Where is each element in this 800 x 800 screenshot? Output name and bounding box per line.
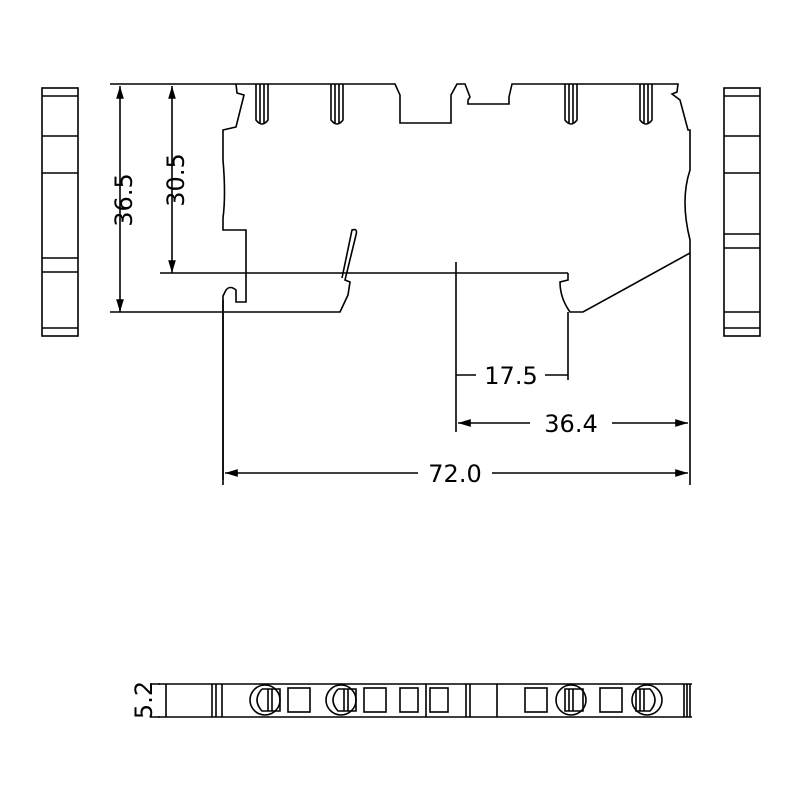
dim-offset-center: 36.4 (544, 410, 597, 438)
dim-width-total: 72.0 (428, 460, 481, 488)
dim-height-total: 36.5 (110, 173, 138, 226)
right-side-view (723, 87, 761, 337)
dim-offset-small: 17.5 (484, 362, 537, 390)
bottom-view (150, 683, 692, 718)
dim-height-rail: 30.5 (162, 153, 190, 206)
dim-thickness: 5.2 (130, 681, 158, 719)
terminal-block-front-view (110, 83, 691, 480)
dimension-lines (110, 83, 691, 485)
left-side-view (41, 87, 79, 337)
